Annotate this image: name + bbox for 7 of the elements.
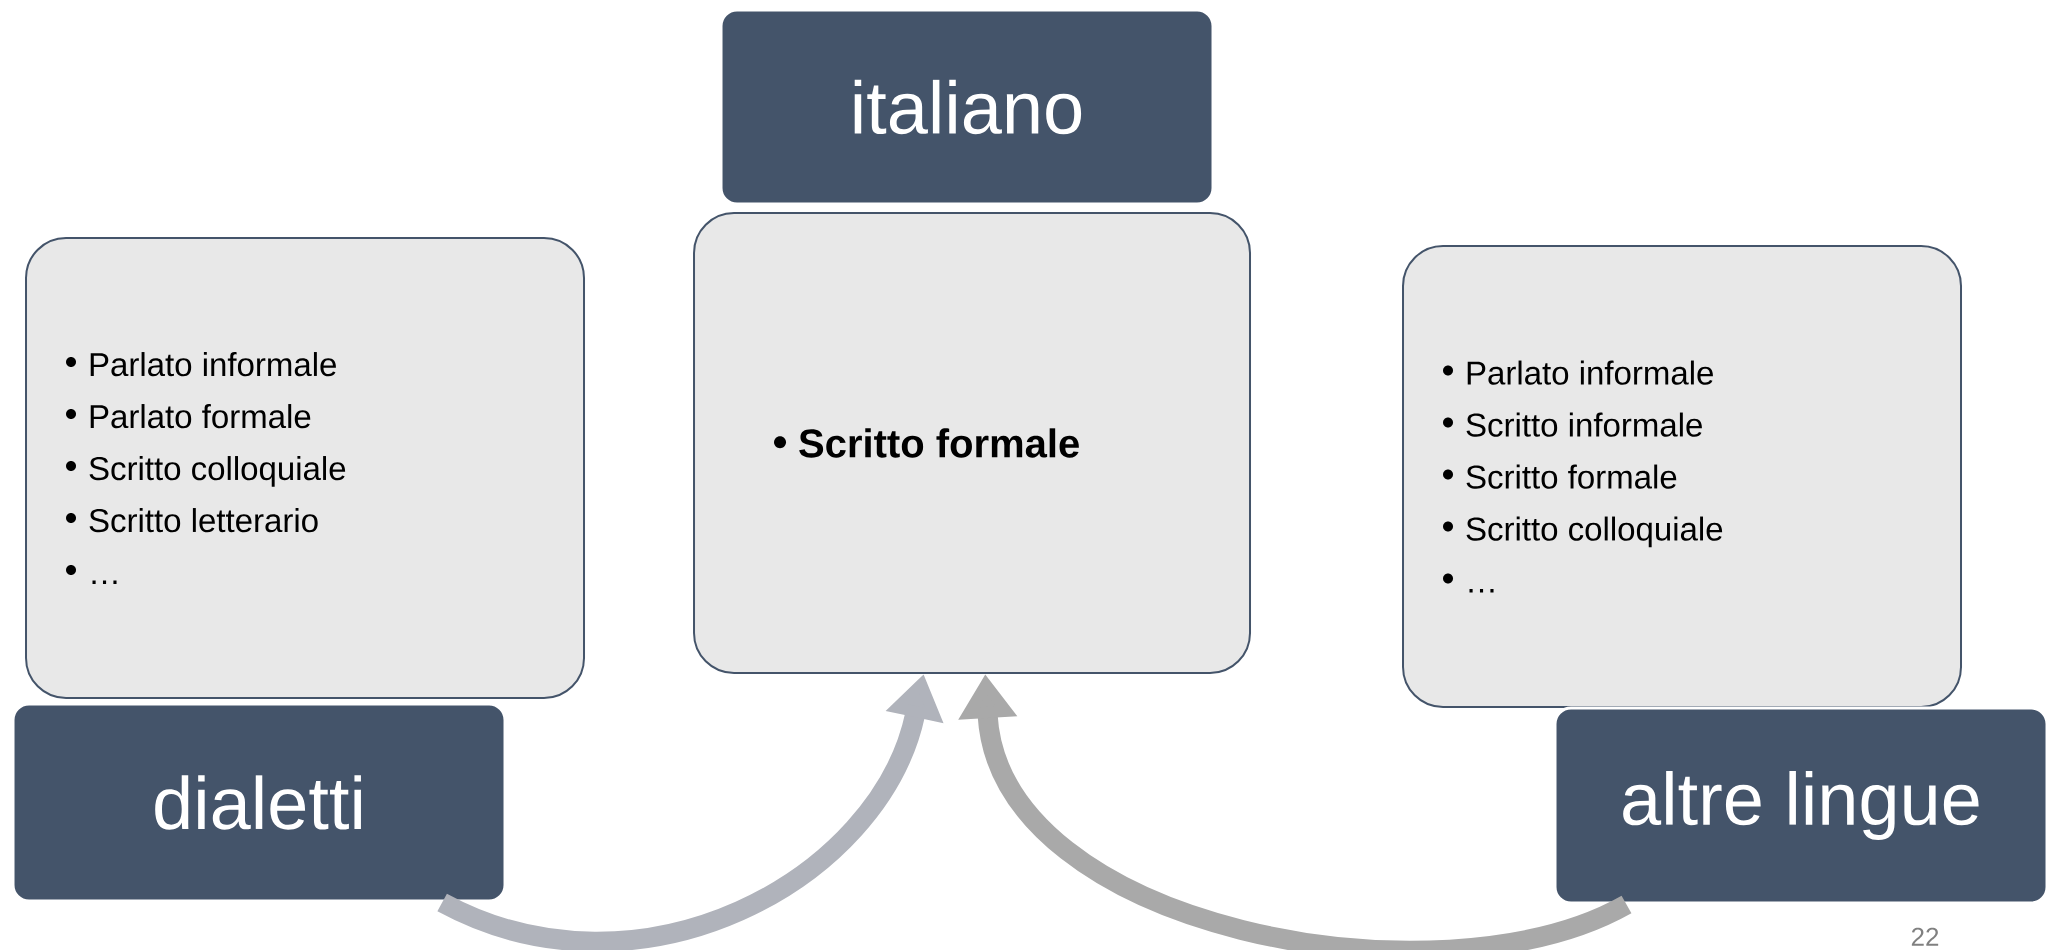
header-box: italiano [719,8,1215,206]
header-box: dialetti [11,702,507,903]
page-number: 22 [1911,927,1939,946]
list-box: Parlato informale Scritto informale Scritto formale Scritto colloquiale … [1402,245,1962,708]
list-box: Parlato informale Parlato formale Scritto colloquiale Scritto letterario … [25,237,585,699]
list-box: Scritto formale [693,212,1251,674]
header-box: altre lingue [1553,706,2049,905]
